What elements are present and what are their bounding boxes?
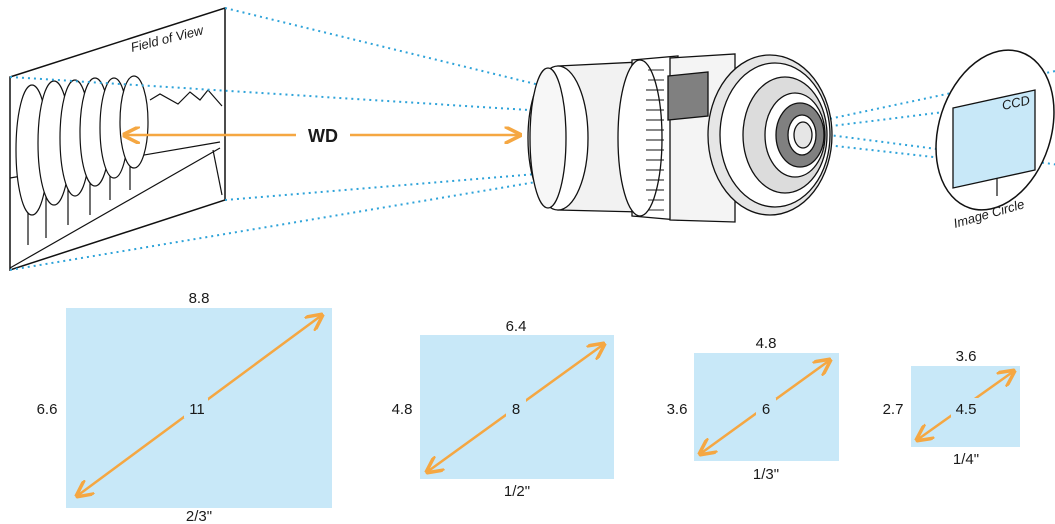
ccd-sensor: [952, 89, 1036, 189]
image-circle: CCD Image Circle: [935, 49, 1055, 231]
sensor-format-1-2: 6.4 4.8 8 1/2": [392, 318, 614, 500]
ccd-label: CCD: [1001, 92, 1032, 113]
sensor-width: 3.6: [956, 348, 977, 365]
sensor-format-1-3: 4.8 3.6 6 1/3": [667, 335, 839, 483]
sensor-diagonal: 8: [512, 401, 520, 418]
trees-icon: [15, 75, 149, 245]
sensor-format-1-4: 3.6 2.7 4.5 1/4": [883, 348, 1020, 468]
working-distance: WD: [124, 126, 520, 146]
sensor-width: 4.8: [756, 335, 777, 352]
lens-icon: [527, 53, 833, 223]
sensor-format-2-3: 8.8 6.6 11 2/3": [37, 290, 332, 524]
sensor-diagonal: 4.5: [956, 401, 977, 418]
sensor-height: 3.6: [667, 401, 688, 418]
sensor-height: 2.7: [883, 401, 904, 418]
sensor-format-label: 1/4": [953, 451, 979, 468]
sensor-width: 8.8: [189, 290, 210, 307]
sensor-height: 4.8: [392, 401, 413, 418]
sensor-format-label: 1/2": [504, 483, 530, 500]
sensor-height: 6.6: [37, 401, 58, 418]
sensor-format-label: 1/3": [753, 466, 779, 483]
sensor-width: 6.4: [506, 318, 527, 335]
wd-label: WD: [308, 126, 338, 146]
sensor-format-label: 2/3": [186, 508, 212, 524]
field-of-view-panel: Field of View: [9, 6, 226, 272]
sensor-diagonal: 11: [189, 401, 205, 418]
sensor-diagonal: 6: [762, 401, 770, 418]
